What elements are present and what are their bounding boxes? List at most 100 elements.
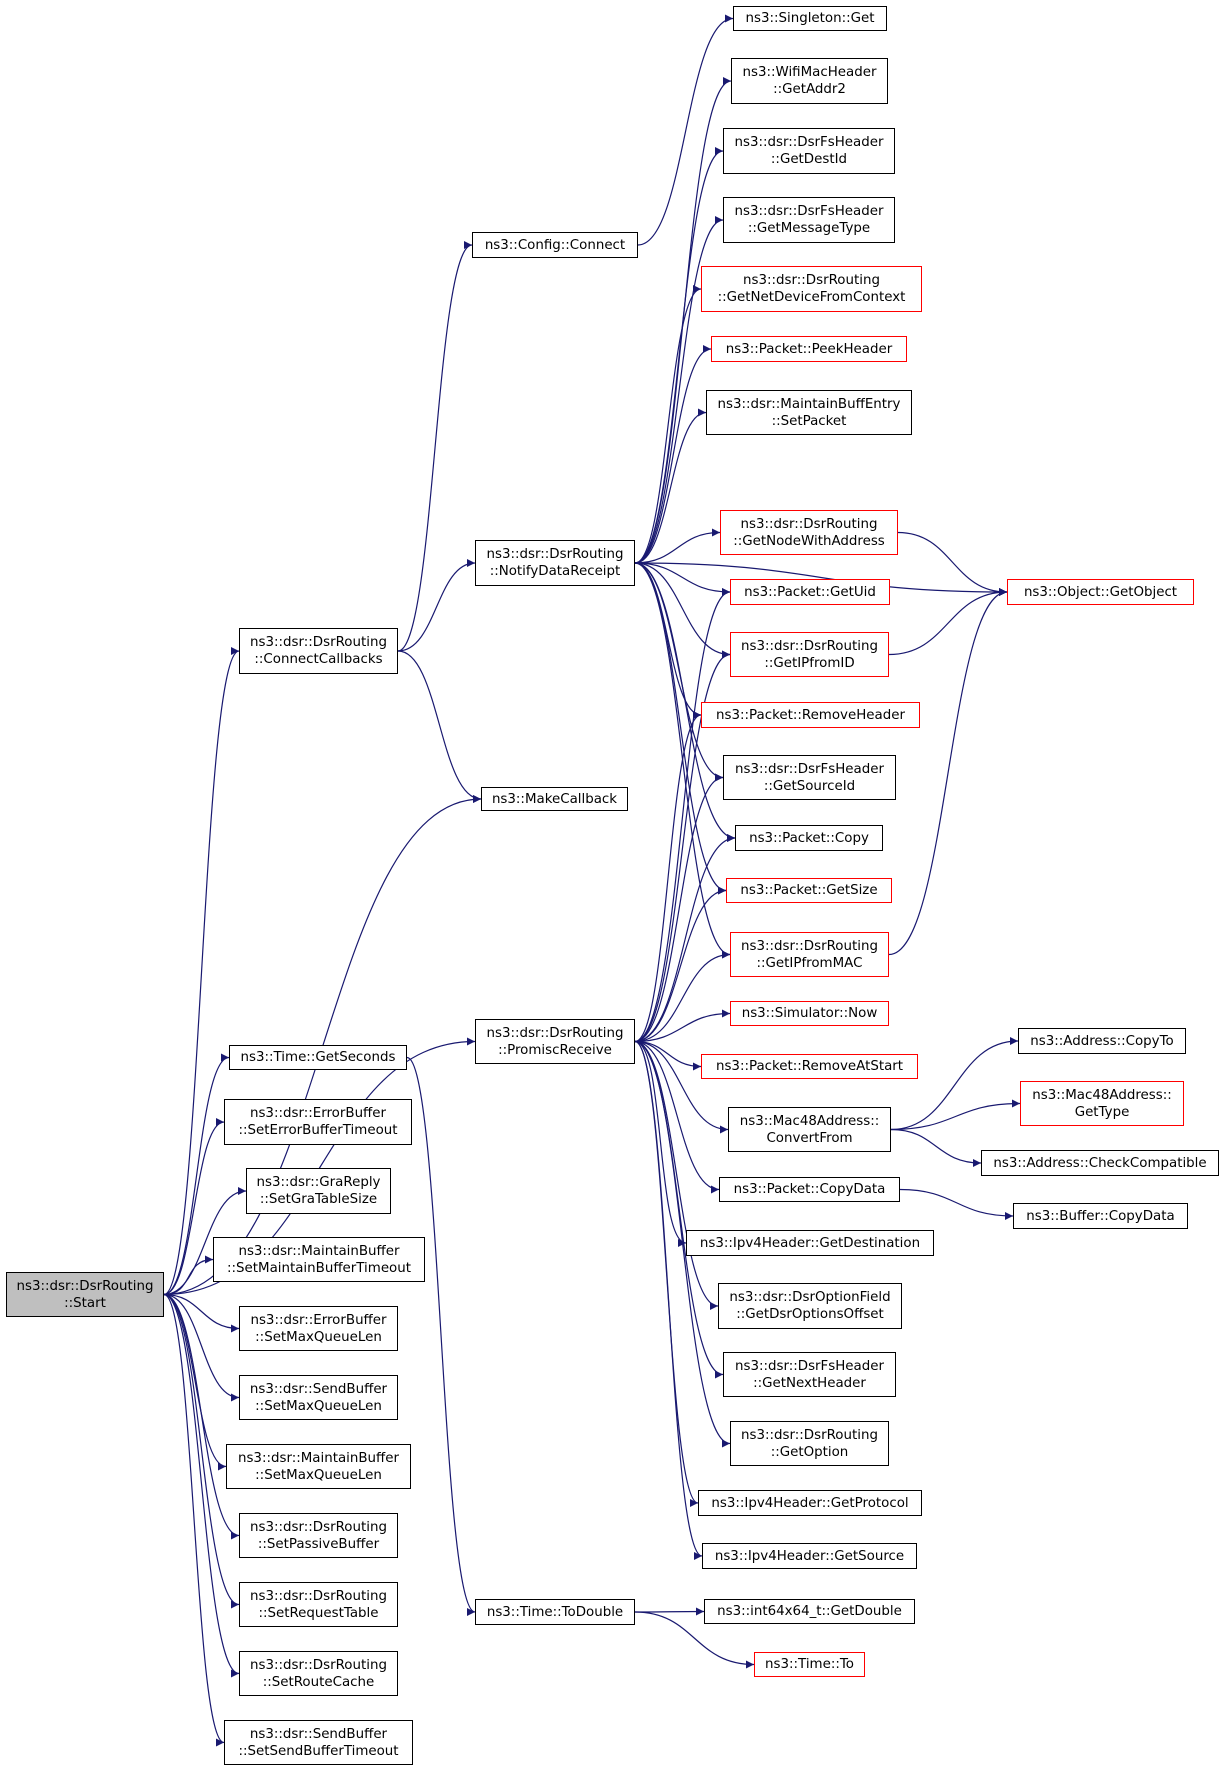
edge-start-to-eb-settimeout: [163, 1118, 225, 1296]
node-fs-getdestid[interactable]: ns3::dsr::DsrFsHeader::GetDestId: [723, 128, 895, 174]
node-label-line: ::SetPacket: [771, 413, 847, 429]
node-label-line: ns3::Packet::RemoveHeader: [716, 707, 905, 723]
node-mb-setmaxqueuelen[interactable]: ns3::dsr::MaintainBuffer::SetMaxQueueLen: [226, 1444, 411, 1489]
node-fs-getnextheader[interactable]: ns3::dsr::DsrFsHeader::GetNextHeader: [723, 1352, 896, 1397]
node-packet-removeheader[interactable]: ns3::Packet::RemoveHeader: [701, 702, 920, 728]
node-label-line: ns3::dsr::MaintainBuffer: [237, 1450, 400, 1466]
node-label-line: ns3::Singleton::Get: [745, 11, 875, 26]
node-setrequesttable[interactable]: ns3::dsr::DsrRouting::SetRequestTable: [239, 1582, 398, 1627]
node-label-line: ns3::Time::GetSeconds: [240, 1050, 396, 1065]
node-getnetdevicefromcontext[interactable]: ns3::dsr::DsrRouting::GetNetDeviceFromCo…: [701, 266, 922, 312]
node-label-line: ::SetPassiveBuffer: [257, 1536, 380, 1552]
node-gra-settablesize[interactable]: ns3::dsr::GraReply::SetGraTableSize: [246, 1168, 391, 1214]
node-label-line: ns3::dsr::DsrRouting: [741, 938, 878, 954]
node-start: ns3::dsr::DsrRouting::Start: [6, 1272, 164, 1317]
node-packet-removeatstart[interactable]: ns3::Packet::RemoveAtStart: [701, 1054, 918, 1079]
node-packet-getsize[interactable]: ns3::Packet::GetSize: [726, 878, 892, 903]
node-label-line: ns3::dsr::DsrOptionField: [729, 1290, 891, 1305]
node-ipv4-getprotocol[interactable]: ns3::Ipv4Header::GetProtocol: [698, 1490, 922, 1516]
node-time-getseconds[interactable]: ns3::Time::GetSeconds: [229, 1045, 407, 1070]
node-packet-peekheader[interactable]: ns3::Packet::PeekHeader: [711, 336, 907, 362]
node-label-line: ns3::int64x64_t::GetDouble: [717, 1604, 902, 1619]
node-time-to[interactable]: ns3::Time::To: [754, 1652, 865, 1677]
edge-start-to-gra-settablesize: [163, 1187, 247, 1296]
edge-promiscreceive-to-getoption: [634, 1040, 731, 1448]
node-buffer-copydata[interactable]: ns3::Buffer::CopyData: [1013, 1203, 1188, 1229]
node-of-getdsroptionsoffset[interactable]: ns3::dsr::DsrOptionField::GetDsrOptionsO…: [718, 1283, 902, 1329]
node-label-line: ::Start: [64, 1295, 106, 1311]
node-getoption[interactable]: ns3::dsr::DsrRouting::GetOption: [730, 1421, 889, 1466]
edge-time-getseconds-to-time-todouble: [406, 1056, 476, 1616]
edge-time-todouble-to-time-to: [634, 1611, 755, 1669]
edge-promiscreceive-to-ipv4-getsource: [634, 1040, 703, 1560]
node-notifydatareceipt[interactable]: ns3::dsr::DsrRouting::NotifyDataReceipt: [475, 540, 635, 586]
edge-config-connect-to-singleton-get: [637, 14, 734, 246]
node-label-line: ns3::dsr::DsrRouting: [741, 638, 878, 654]
edge-promiscreceive-to-fs-getsourceid: [634, 773, 724, 1043]
node-makecallback[interactable]: ns3::MakeCallback: [481, 787, 628, 811]
node-packet-copy[interactable]: ns3::Packet::Copy: [735, 825, 883, 851]
node-label-line: ns3::dsr::DsrRouting: [250, 1588, 387, 1604]
node-ipv4-getdestination[interactable]: ns3::Ipv4Header::GetDestination: [686, 1230, 934, 1256]
node-label-line: ns3::Mac48Address::: [1032, 1087, 1172, 1103]
node-getipfromid[interactable]: ns3::dsr::DsrRouting::GetIPfromID: [730, 632, 889, 677]
edge-notifydatareceipt-to-object-getobject: [634, 562, 1008, 596]
node-eb-settimeout[interactable]: ns3::dsr::ErrorBuffer::SetErrorBufferTim…: [224, 1099, 412, 1145]
node-label-line: ns3::dsr::DsrRouting: [743, 273, 880, 288]
edge-promiscreceive-to-of-getdsroptionsoffset: [634, 1040, 719, 1310]
node-int64-getdouble[interactable]: ns3::int64x64_t::GetDouble: [704, 1599, 915, 1624]
node-connectcallbacks[interactable]: ns3::dsr::DsrRouting::ConnectCallbacks: [239, 628, 398, 674]
node-getipfrommac[interactable]: ns3::dsr::DsrRouting::GetIPfromMAC: [730, 932, 889, 977]
edge-start-to-sb-settimeout: [163, 1293, 225, 1747]
node-config-connect[interactable]: ns3::Config::Connect: [472, 232, 638, 258]
edge-start-to-setrequesttable: [163, 1293, 240, 1609]
edge-packet-copydata-to-buffer-copydata: [899, 1188, 1014, 1220]
node-label-line: ::SetRequestTable: [258, 1605, 379, 1621]
node-time-todouble[interactable]: ns3::Time::ToDouble: [475, 1599, 635, 1625]
node-promiscreceive[interactable]: ns3::dsr::DsrRouting::PromiscReceive: [475, 1019, 635, 1064]
node-label-line: ::GetNextHeader: [753, 1375, 866, 1391]
node-label-line: ns3::dsr::DsrRouting: [486, 1025, 624, 1041]
node-eb-setmaxqueuelen[interactable]: ns3::dsr::ErrorBuffer::SetMaxQueueLen: [239, 1306, 398, 1351]
edge-time-todouble-to-int64-getdouble: [634, 1607, 705, 1616]
node-packet-copydata[interactable]: ns3::Packet::CopyData: [719, 1177, 900, 1202]
node-wifi-getaddr2[interactable]: ns3::WifiMacHeader::GetAddr2: [731, 58, 888, 104]
node-label-line: ::SetMaxQueueLen: [255, 1329, 382, 1345]
node-label-line: ConvertFrom: [766, 1130, 853, 1146]
edge-promiscreceive-to-fs-getnextheader: [634, 1040, 724, 1379]
node-setroutecache[interactable]: ns3::dsr::DsrRouting::SetRouteCache: [239, 1651, 398, 1696]
node-sb-setmaxqueuelen[interactable]: ns3::dsr::SendBuffer::SetMaxQueueLen: [239, 1375, 398, 1420]
node-singleton-get[interactable]: ns3::Singleton::Get: [733, 6, 887, 31]
node-mb-settimeout[interactable]: ns3::dsr::MaintainBuffer::SetMaintainBuf…: [213, 1237, 425, 1282]
node-label-line: ns3::Object::GetObject: [1023, 584, 1178, 600]
node-address-checkcompatible[interactable]: ns3::Address::CheckCompatible: [981, 1150, 1219, 1176]
node-fs-getsourceid[interactable]: ns3::dsr::DsrFsHeader::GetSourceId: [723, 755, 896, 800]
node-fs-getmessagetype[interactable]: ns3::dsr::DsrFsHeader::GetMessageType: [723, 197, 895, 243]
node-setpassivebuffer[interactable]: ns3::dsr::DsrRouting::SetPassiveBuffer: [239, 1513, 398, 1558]
node-address-copyto[interactable]: ns3::Address::CopyTo: [1018, 1028, 1186, 1054]
edge-start-to-connectcallbacks: [163, 647, 240, 1296]
node-label-line: ns3::Packet::PeekHeader: [725, 341, 893, 357]
node-getnodewithaddress[interactable]: ns3::dsr::DsrRouting::GetNodeWithAddress: [720, 510, 898, 555]
edge-connectcallbacks-to-makecallback: [397, 650, 482, 803]
edge-notifydatareceipt-to-mbe-setpacket: [634, 408, 707, 564]
node-mac48-convertfrom[interactable]: ns3::Mac48Address::ConvertFrom: [728, 1107, 891, 1152]
node-mac48-gettype[interactable]: ns3::Mac48Address::GetType: [1020, 1081, 1184, 1126]
node-label-line: ns3::Packet::CopyData: [733, 1182, 886, 1197]
node-packet-getuid[interactable]: ns3::Packet::GetUid: [730, 579, 890, 605]
node-mbe-setpacket[interactable]: ns3::dsr::MaintainBuffEntry::SetPacket: [706, 390, 912, 435]
node-object-getobject[interactable]: ns3::Object::GetObject: [1007, 579, 1194, 605]
node-label-line: ns3::dsr::DsrFsHeader: [734, 204, 884, 219]
node-label-line: ::SetMaintainBufferTimeout: [227, 1260, 411, 1276]
edge-notifydatareceipt-to-packet-peekheader: [634, 345, 712, 564]
node-simulator-now[interactable]: ns3::Simulator::Now: [730, 1001, 889, 1026]
node-label-line: ns3::Mac48Address::: [739, 1113, 880, 1129]
node-sb-settimeout[interactable]: ns3::dsr::SendBuffer::SetSendBufferTimeo…: [224, 1720, 413, 1765]
node-ipv4-getsource[interactable]: ns3::Ipv4Header::GetSource: [702, 1543, 917, 1569]
node-label-line: ns3::dsr::DsrRouting: [250, 1519, 387, 1535]
node-label-line: ns3::Packet::GetUid: [744, 584, 876, 600]
edge-notifydatareceipt-to-fs-getdestid: [634, 147, 724, 564]
node-label-line: ::SetErrorBufferTimeout: [238, 1123, 398, 1138]
node-label-line: ns3::dsr::GraReply: [256, 1175, 381, 1190]
